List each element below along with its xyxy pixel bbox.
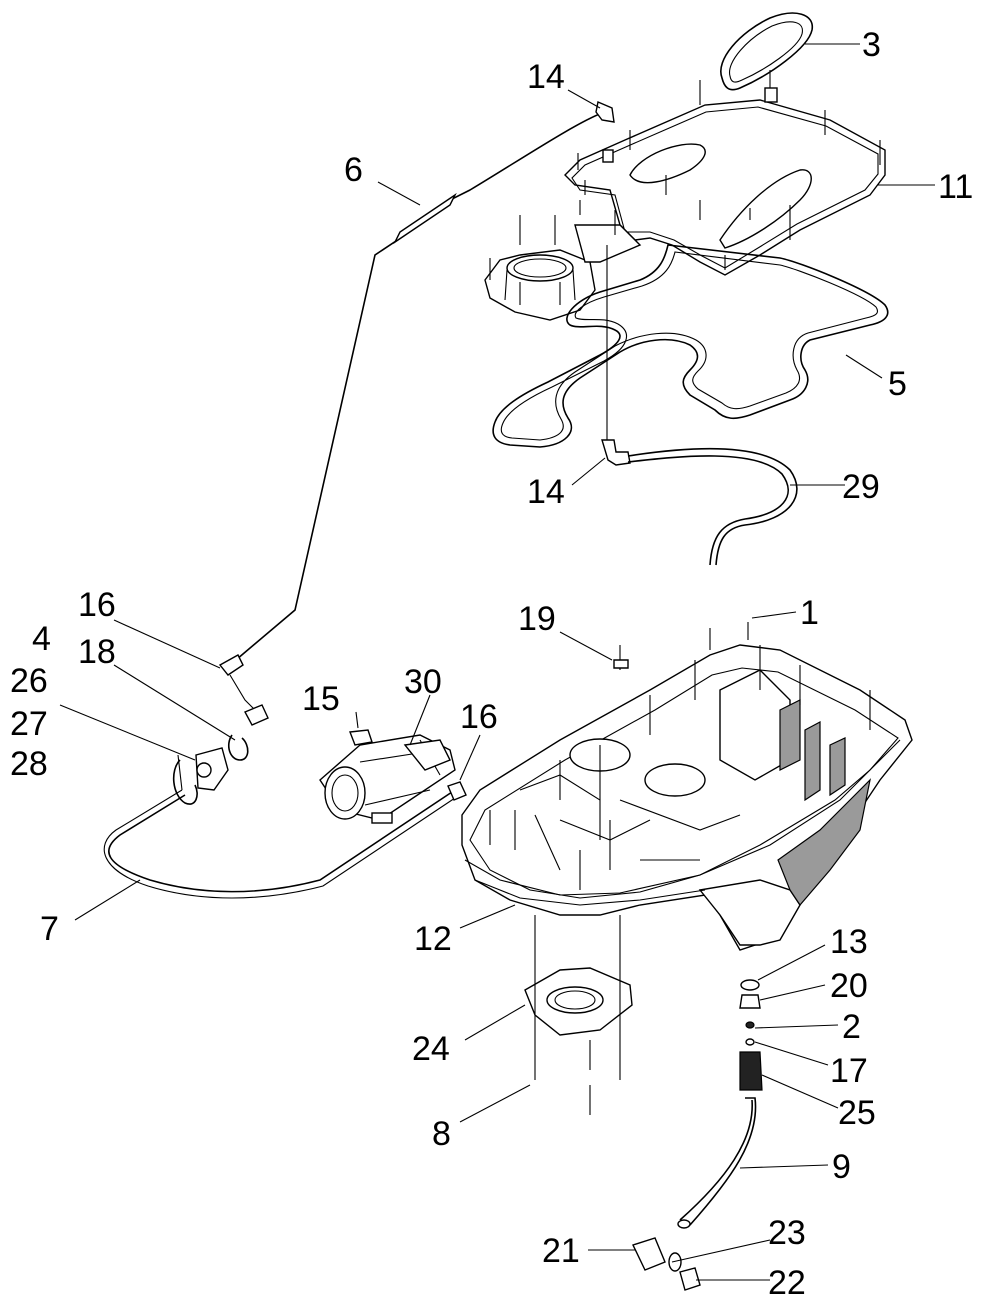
callout-28: 28: [10, 745, 48, 783]
callout-8: 8: [432, 1115, 451, 1153]
callout-14-top: 14: [527, 58, 565, 96]
pump-30: [319, 729, 467, 824]
callout-16-left: 16: [78, 586, 116, 624]
callout-24: 24: [412, 1030, 450, 1068]
fittings-21-23-22: [632, 1237, 701, 1291]
callout-29: 29: [842, 468, 880, 506]
callout-30: 30: [404, 663, 442, 701]
callout-16-right: 16: [460, 698, 498, 736]
callout-5: 5: [888, 365, 907, 403]
gasket-3: [720, 12, 813, 91]
callout-2: 2: [842, 1008, 861, 1046]
tube-6: [229, 101, 615, 666]
callout-9: 9: [832, 1148, 851, 1186]
callout-1: 1: [800, 594, 819, 632]
callout-14-bottom: 14: [527, 473, 565, 511]
callout-27: 27: [10, 705, 48, 743]
callout-15: 15: [302, 680, 340, 718]
callout-7: 7: [40, 910, 59, 948]
leader-lines: [59, 43, 935, 1281]
callout-17: 17: [830, 1052, 868, 1090]
gasket-5: [492, 244, 889, 448]
callout-25: 25: [838, 1094, 876, 1132]
callout-12: 12: [414, 920, 452, 958]
callout-23: 23: [768, 1214, 806, 1252]
valve-assembly: [103, 654, 459, 899]
callout-18: 18: [78, 633, 116, 671]
callout-6: 6: [344, 151, 363, 189]
screws-1-19: [613, 622, 749, 670]
callout-4: 4: [32, 620, 51, 658]
base-24: [524, 915, 633, 1115]
top-plate-11: [484, 70, 886, 321]
callout-3: 3: [862, 26, 881, 64]
callout-13: 13: [830, 923, 868, 961]
callout-19: 19: [518, 600, 556, 638]
callout-labels: 3 14 6 11 5 14 29 1 19 16 4 18 26 27 28 …: [10, 26, 973, 1302]
callout-11: 11: [938, 168, 973, 206]
callout-22: 22: [768, 1264, 806, 1302]
housing-12: [461, 644, 913, 951]
callout-26: 26: [10, 662, 48, 700]
drain-stack: [677, 979, 763, 1229]
callout-21: 21: [542, 1232, 580, 1270]
tube-29: [601, 245, 798, 566]
callout-20: 20: [830, 967, 868, 1005]
